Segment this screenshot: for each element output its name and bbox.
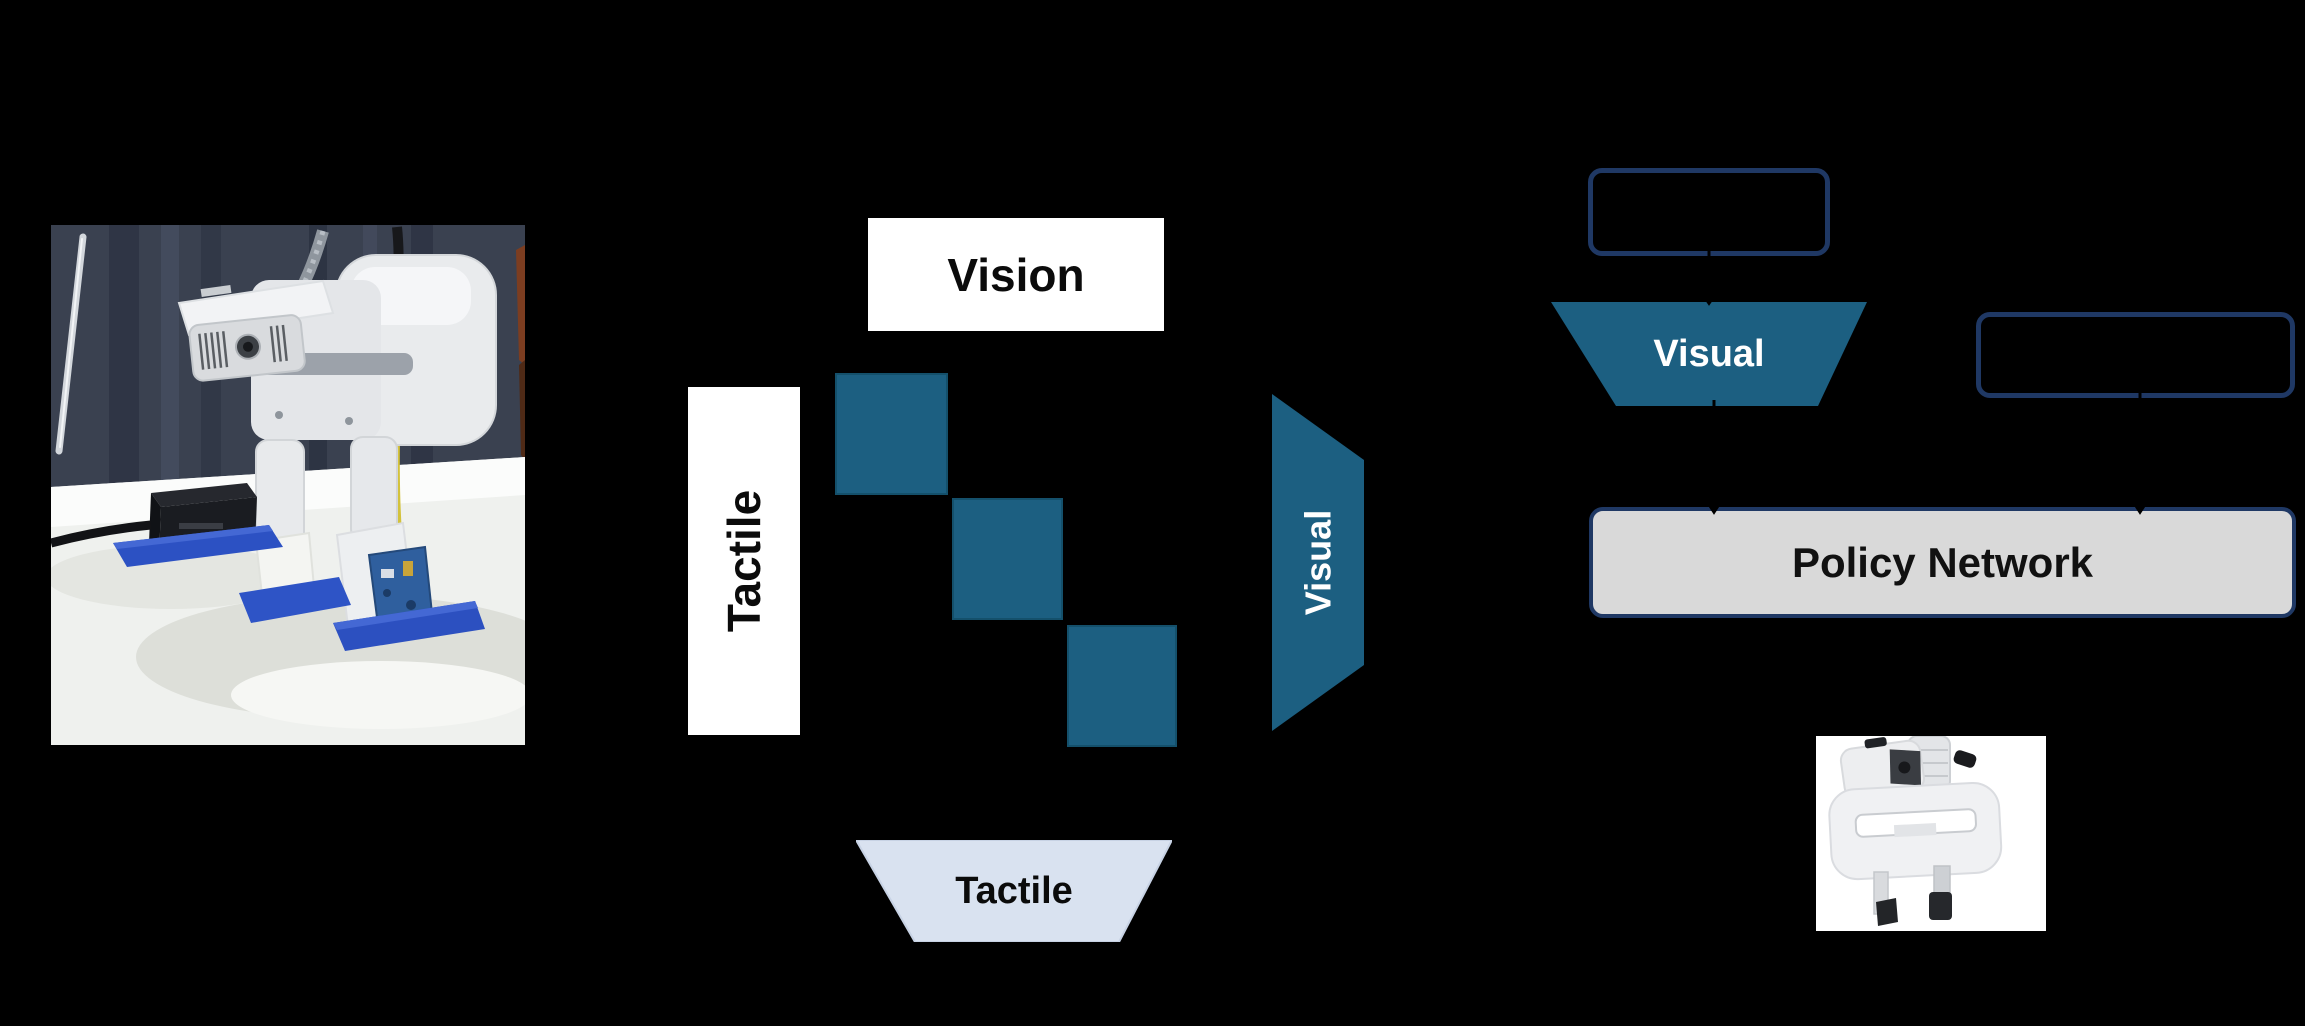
policy-network-label: Policy Network [1791,538,2094,586]
visual-encoder-top: Visual [1551,302,1867,406]
matrix-cell-3 [1067,625,1177,747]
tactile-axis-box: Tactile [688,387,800,735]
blue-tape [113,525,485,651]
latent-box-1 [1588,168,1830,256]
wrist-camera [177,279,335,382]
gripper-finger-right [1929,865,1952,920]
tactile-encoder-label: Tactile [955,869,1073,912]
tactile-encoder-shape [856,840,1172,942]
visual-encoder-side-shape [1272,394,1364,731]
policy-network-box: Policy Network [1589,507,2296,618]
gripper-finger-left [1873,871,1898,926]
matrix-cell-2 [952,498,1063,620]
gripper-fingers [254,436,435,637]
visual-encoder-side-label: Visual [1297,509,1338,616]
visual-encoder-top-label: Visual [1653,332,1765,375]
gripper-body [1828,781,2003,881]
tactile-axis-label: Tactile [718,489,770,633]
visual-encoder-side: Visual [1272,394,1364,731]
hub-cable [51,520,152,548]
gripper-render-image [1816,736,2046,931]
visual-encoder-top-shape [1551,302,1867,406]
latent-box-2 [1976,312,2295,398]
robot-setup-photo [51,225,525,745]
vision-label: Vision [947,248,1085,301]
tactile-encoder: Tactile [856,840,1172,942]
gripper-camera [1839,737,1925,800]
matrix-cell-1 [835,373,948,495]
vision-box: Vision [868,218,1164,331]
curtain-gap [516,245,525,365]
